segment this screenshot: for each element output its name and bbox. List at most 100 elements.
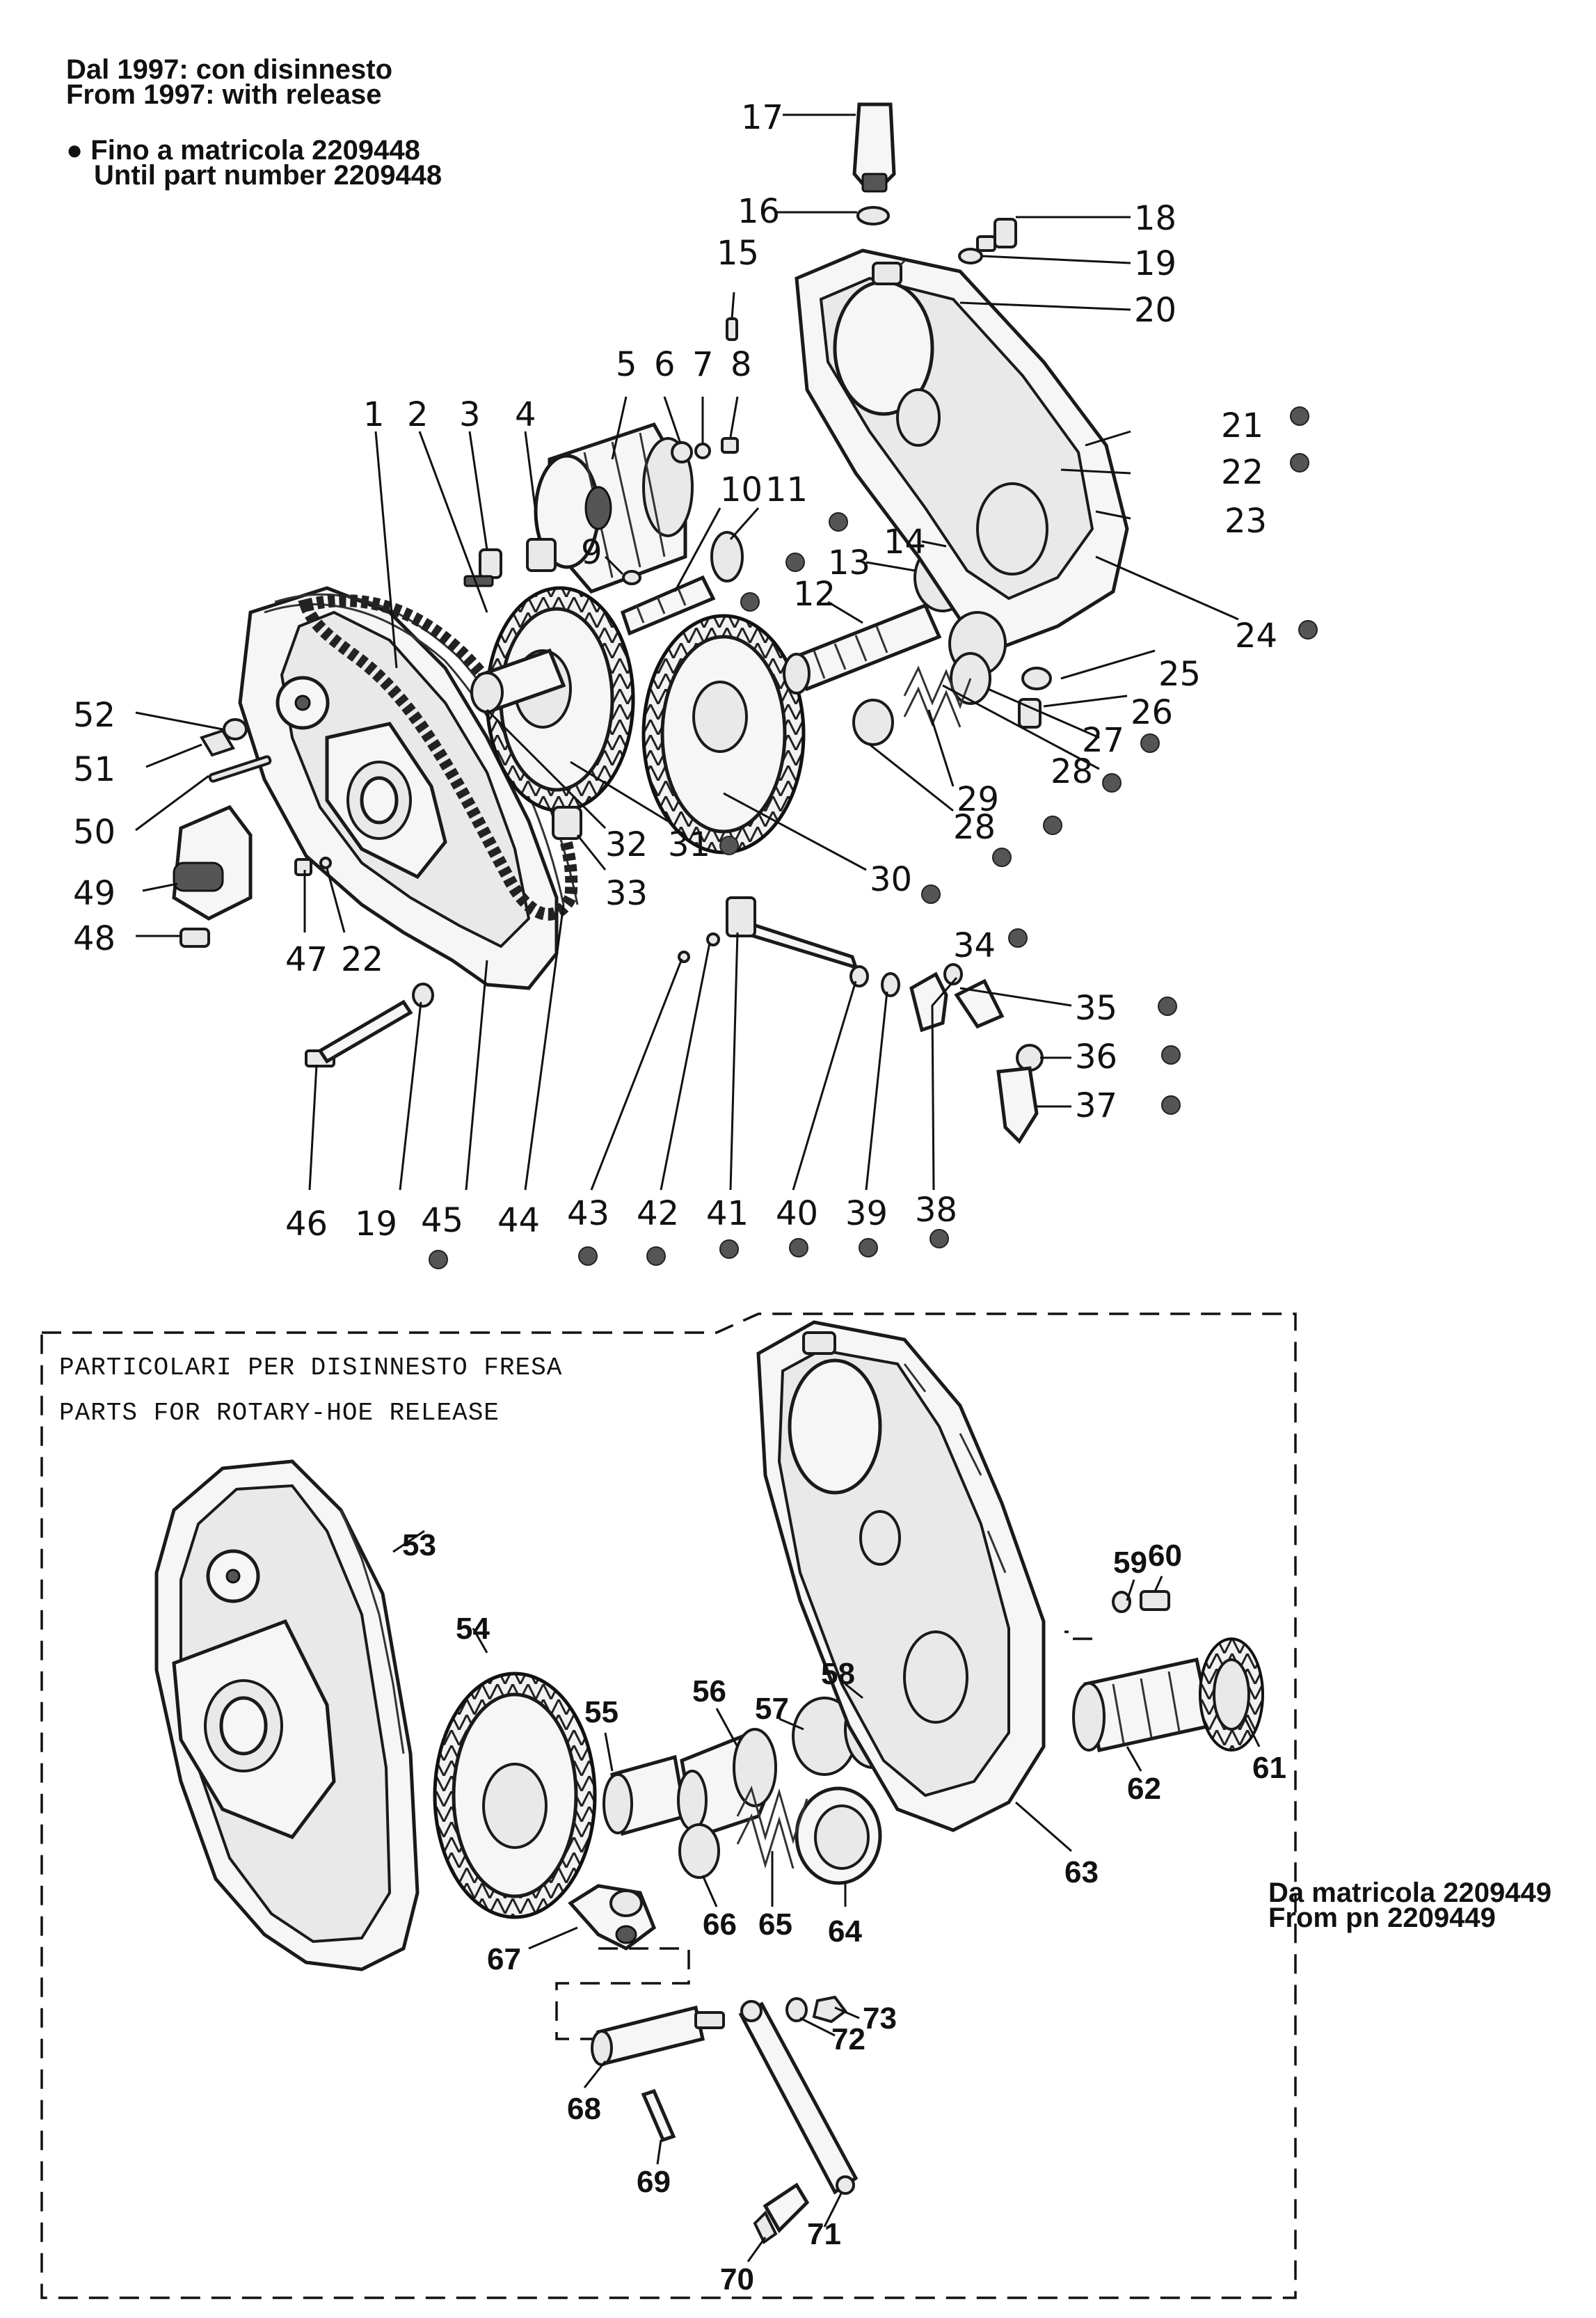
label-part-54: 54 (456, 1612, 490, 1646)
label-part-51: 51 (73, 750, 115, 789)
washer-19-top (958, 248, 983, 264)
label-part-39: 39 (845, 1194, 888, 1233)
label-part-43: 43 (567, 1194, 609, 1233)
ring-28 (852, 699, 894, 746)
ring-25 (1021, 667, 1052, 690)
release-box-title-en: PARTS FOR ROTARY-HOE RELEASE (59, 1399, 500, 1427)
gear-54 (433, 1672, 597, 1919)
washer-39 (881, 972, 900, 997)
ring-7 (694, 443, 711, 459)
bolt-46 (305, 999, 413, 1067)
label-part-15: 15 (717, 234, 759, 273)
ring-40 (849, 965, 869, 987)
label-part-29: 29 (957, 780, 999, 819)
label-part-1: 1 (363, 395, 385, 434)
label-part-25: 25 (1158, 655, 1201, 694)
label-part-27: 27 (1082, 721, 1124, 760)
label-part-71: 71 (807, 2217, 841, 2251)
o-ring-16 (856, 206, 890, 225)
label-part-47: 47 (285, 940, 328, 979)
pinion-4 (526, 538, 557, 572)
label-part-14: 14 (884, 523, 926, 562)
label-part-53: 53 (402, 1528, 436, 1562)
label-part-9: 9 (581, 533, 603, 572)
left-cover-housing (238, 586, 579, 990)
label-part-5: 5 (616, 345, 637, 384)
label-part-40: 40 (776, 1194, 818, 1233)
label-part-36: 36 (1075, 1038, 1117, 1077)
screw-8 (721, 437, 739, 454)
drive-chain (298, 594, 578, 921)
breather-cap-17 (852, 102, 896, 193)
sprocket-gear-31 (485, 586, 635, 813)
bolt-48 (179, 928, 210, 948)
label-part-33: 33 (605, 874, 648, 913)
bullet-22 (1290, 453, 1309, 473)
label-part-10: 10 (720, 470, 763, 509)
bullet-24 (1298, 620, 1318, 640)
bullet-34 (1008, 928, 1028, 948)
until-pn-bullet-markers (429, 406, 1318, 1269)
bullet-42 (646, 1246, 666, 1266)
label-part-11: 11 (765, 470, 808, 509)
handle-37 (996, 1066, 1039, 1144)
bullet-30 (921, 884, 941, 904)
bearing-11 (710, 531, 744, 582)
label-part-23: 23 (1224, 502, 1267, 541)
label-part-19-top: 19 (1134, 244, 1176, 283)
label-part-62: 62 (1127, 1772, 1161, 1806)
washer-72 (785, 1997, 808, 2022)
note-since-1997-en: From 1997: with release (66, 79, 382, 110)
bullet-29 (1043, 816, 1062, 835)
bracket-38 (909, 971, 948, 1033)
bullet-38 (929, 1229, 949, 1248)
bolt-3 (463, 548, 502, 587)
screw-47 (294, 858, 312, 876)
cover-53 (154, 1459, 420, 1971)
label-part-3: 3 (459, 395, 481, 434)
splined-shaft-12 (783, 603, 942, 694)
label-part-38: 38 (915, 1191, 957, 1230)
housing-63 (756, 1320, 1046, 1832)
spring-65 (736, 1785, 808, 1869)
nut-51 (200, 729, 235, 757)
label-part-22-right: 22 (1221, 453, 1263, 492)
lever-35 (954, 978, 1005, 1029)
label-part-34: 34 (953, 926, 996, 965)
label-part-42: 42 (637, 1194, 679, 1233)
bullet-37 (1161, 1095, 1181, 1115)
bullet-31 (719, 836, 739, 855)
pin-42 (706, 932, 720, 946)
label-part-21: 21 (1221, 406, 1263, 445)
bullet-28-a (1102, 773, 1122, 793)
ball-22-left (319, 857, 332, 869)
label-part-32: 32 (605, 825, 648, 864)
label-part-4: 4 (515, 395, 536, 434)
note-until-pn-en: Until part number 2209448 (94, 160, 442, 191)
label-part-12: 12 (793, 575, 836, 614)
key-9 (622, 570, 641, 585)
bullet-12 (740, 592, 760, 612)
note-from-pn-it: Da matricola 2209449 (1268, 1878, 1551, 1908)
shaft-32 (470, 648, 566, 713)
label-part-72: 72 (831, 2022, 865, 2056)
key-69 (641, 2088, 676, 2143)
label-part-28-a: 28 (1051, 752, 1093, 791)
label-part-2: 2 (407, 395, 429, 434)
label-part-58: 58 (821, 1657, 855, 1691)
ring-66 (678, 1823, 720, 1879)
label-part-61: 61 (1252, 1751, 1286, 1785)
washer-19-left (412, 983, 434, 1008)
label-part-60: 60 (1148, 1539, 1182, 1573)
release-parts-box: 53 54 55 56 57 58 59 60 61 62 63 64 65 6… (40, 1312, 1297, 2299)
plug-26 (1018, 698, 1042, 729)
ring-59 (1112, 1591, 1131, 1613)
label-part-31: 31 (668, 825, 710, 864)
bullet-marker-icon: ● (66, 135, 83, 166)
bullet-35 (1158, 997, 1177, 1016)
bullet-27 (1140, 733, 1160, 753)
ring-34 (943, 963, 963, 985)
pin-50 (208, 755, 272, 783)
label-part-20: 20 (1134, 291, 1176, 330)
